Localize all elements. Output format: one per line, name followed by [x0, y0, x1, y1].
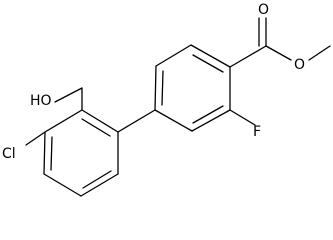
bond — [190, 44, 231, 68]
bond — [154, 109, 193, 132]
bond — [54, 87, 83, 103]
atom-label-fluorine: F — [253, 124, 261, 140]
bond — [192, 54, 224, 73]
bond — [117, 109, 156, 133]
bond — [154, 65, 157, 111]
bond — [155, 44, 192, 67]
atom-label-hydroxyl: HO — [30, 93, 52, 109]
bond — [82, 170, 112, 189]
bond-lines — [25, 17, 331, 197]
structure-canvas: O O F HO Cl — [2, 2, 331, 197]
bond — [265, 45, 292, 61]
bond — [192, 105, 224, 124]
bond — [50, 136, 53, 171]
atom-label-ester-oxygen: O — [294, 57, 305, 73]
bond — [25, 131, 46, 146]
atom-labels: O O F HO Cl — [2, 2, 305, 162]
bond — [43, 173, 82, 197]
bond — [308, 45, 331, 61]
bond — [229, 45, 267, 68]
bond — [44, 109, 83, 133]
bond — [43, 131, 46, 175]
atom-label-carbonyl-oxygen: O — [258, 2, 269, 18]
chemical-structure-diagram: O O F HO Cl — [2, 2, 331, 197]
bond — [80, 173, 119, 197]
bond — [161, 70, 164, 106]
bond — [81, 109, 119, 133]
bond — [229, 109, 256, 126]
atom-label-chlorine: Cl — [2, 146, 16, 162]
bond — [81, 118, 111, 137]
bond — [191, 109, 231, 132]
